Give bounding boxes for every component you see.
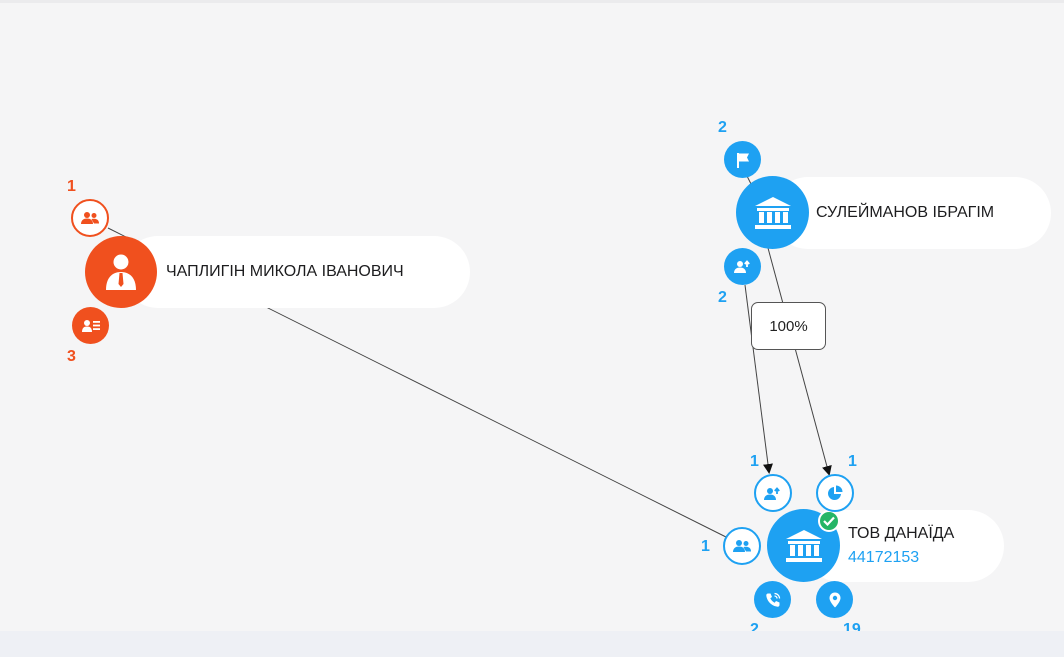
person-tie-icon [106,254,136,290]
node-chaplygin[interactable] [85,236,157,308]
node-danaida-name: ТОВ ДАНАЇДА [848,525,955,542]
phone-icon [765,592,780,607]
badge-count: 1 [848,453,857,470]
edge-label-share[interactable]: 100% [751,302,826,350]
badge-danaida-related-persons[interactable] [723,527,761,565]
top-bar [0,0,1064,3]
person-arrow-icon [764,486,780,500]
person-arrow-icon [733,260,750,273]
badge-count: 1 [701,538,710,555]
verified-badge [818,510,840,532]
bank-building-icon [754,196,791,229]
edge-share-to-danaida[interactable] [767,247,832,476]
node-chaplygin-name: ЧАПЛИГІН МИКОЛА ІВАНОВИЧ [166,263,404,280]
people-icon [733,540,751,552]
flag-icon [736,152,749,168]
check-circle-icon [823,516,835,526]
badge-count: 3 [67,348,76,365]
badge-suleimanov-founder[interactable] [724,248,761,285]
badge-danaida-share[interactable] [816,474,854,512]
node-suleimanov-label[interactable]: СУЛЕЙМАНОВ ІБРАГІМ [772,177,1051,249]
bottom-bar [0,631,1064,657]
badge-chaplygin-related-persons[interactable] [71,199,109,237]
node-suleimanov[interactable] [736,176,809,249]
badge-suleimanov-flag[interactable] [724,141,761,178]
badge-count: 1 [750,453,759,470]
badge-chaplygin-id-card[interactable] [72,307,109,344]
badge-danaida-founder[interactable] [754,474,792,512]
badge-count: 1 [67,178,76,195]
badge-count: 2 [718,289,727,306]
node-chaplygin-label[interactable]: ЧАПЛИГІН МИКОЛА ІВАНОВИЧ [122,236,470,308]
id-card-icon [81,319,100,332]
badge-count: 2 [750,621,759,638]
node-danaida-code[interactable]: 44172153 [848,549,920,566]
people-icon [81,212,99,224]
location-pin-icon [829,592,840,607]
pie-chart-icon [828,485,843,500]
bank-building-icon [785,529,822,562]
node-suleimanov-name: СУЛЕЙМАНОВ ІБРАГІМ [816,204,995,221]
badge-danaida-phone[interactable] [754,581,791,618]
badge-danaida-location[interactable] [816,581,853,618]
badge-count: 2 [718,119,727,136]
edge-founder-to-danaida[interactable] [744,284,773,474]
